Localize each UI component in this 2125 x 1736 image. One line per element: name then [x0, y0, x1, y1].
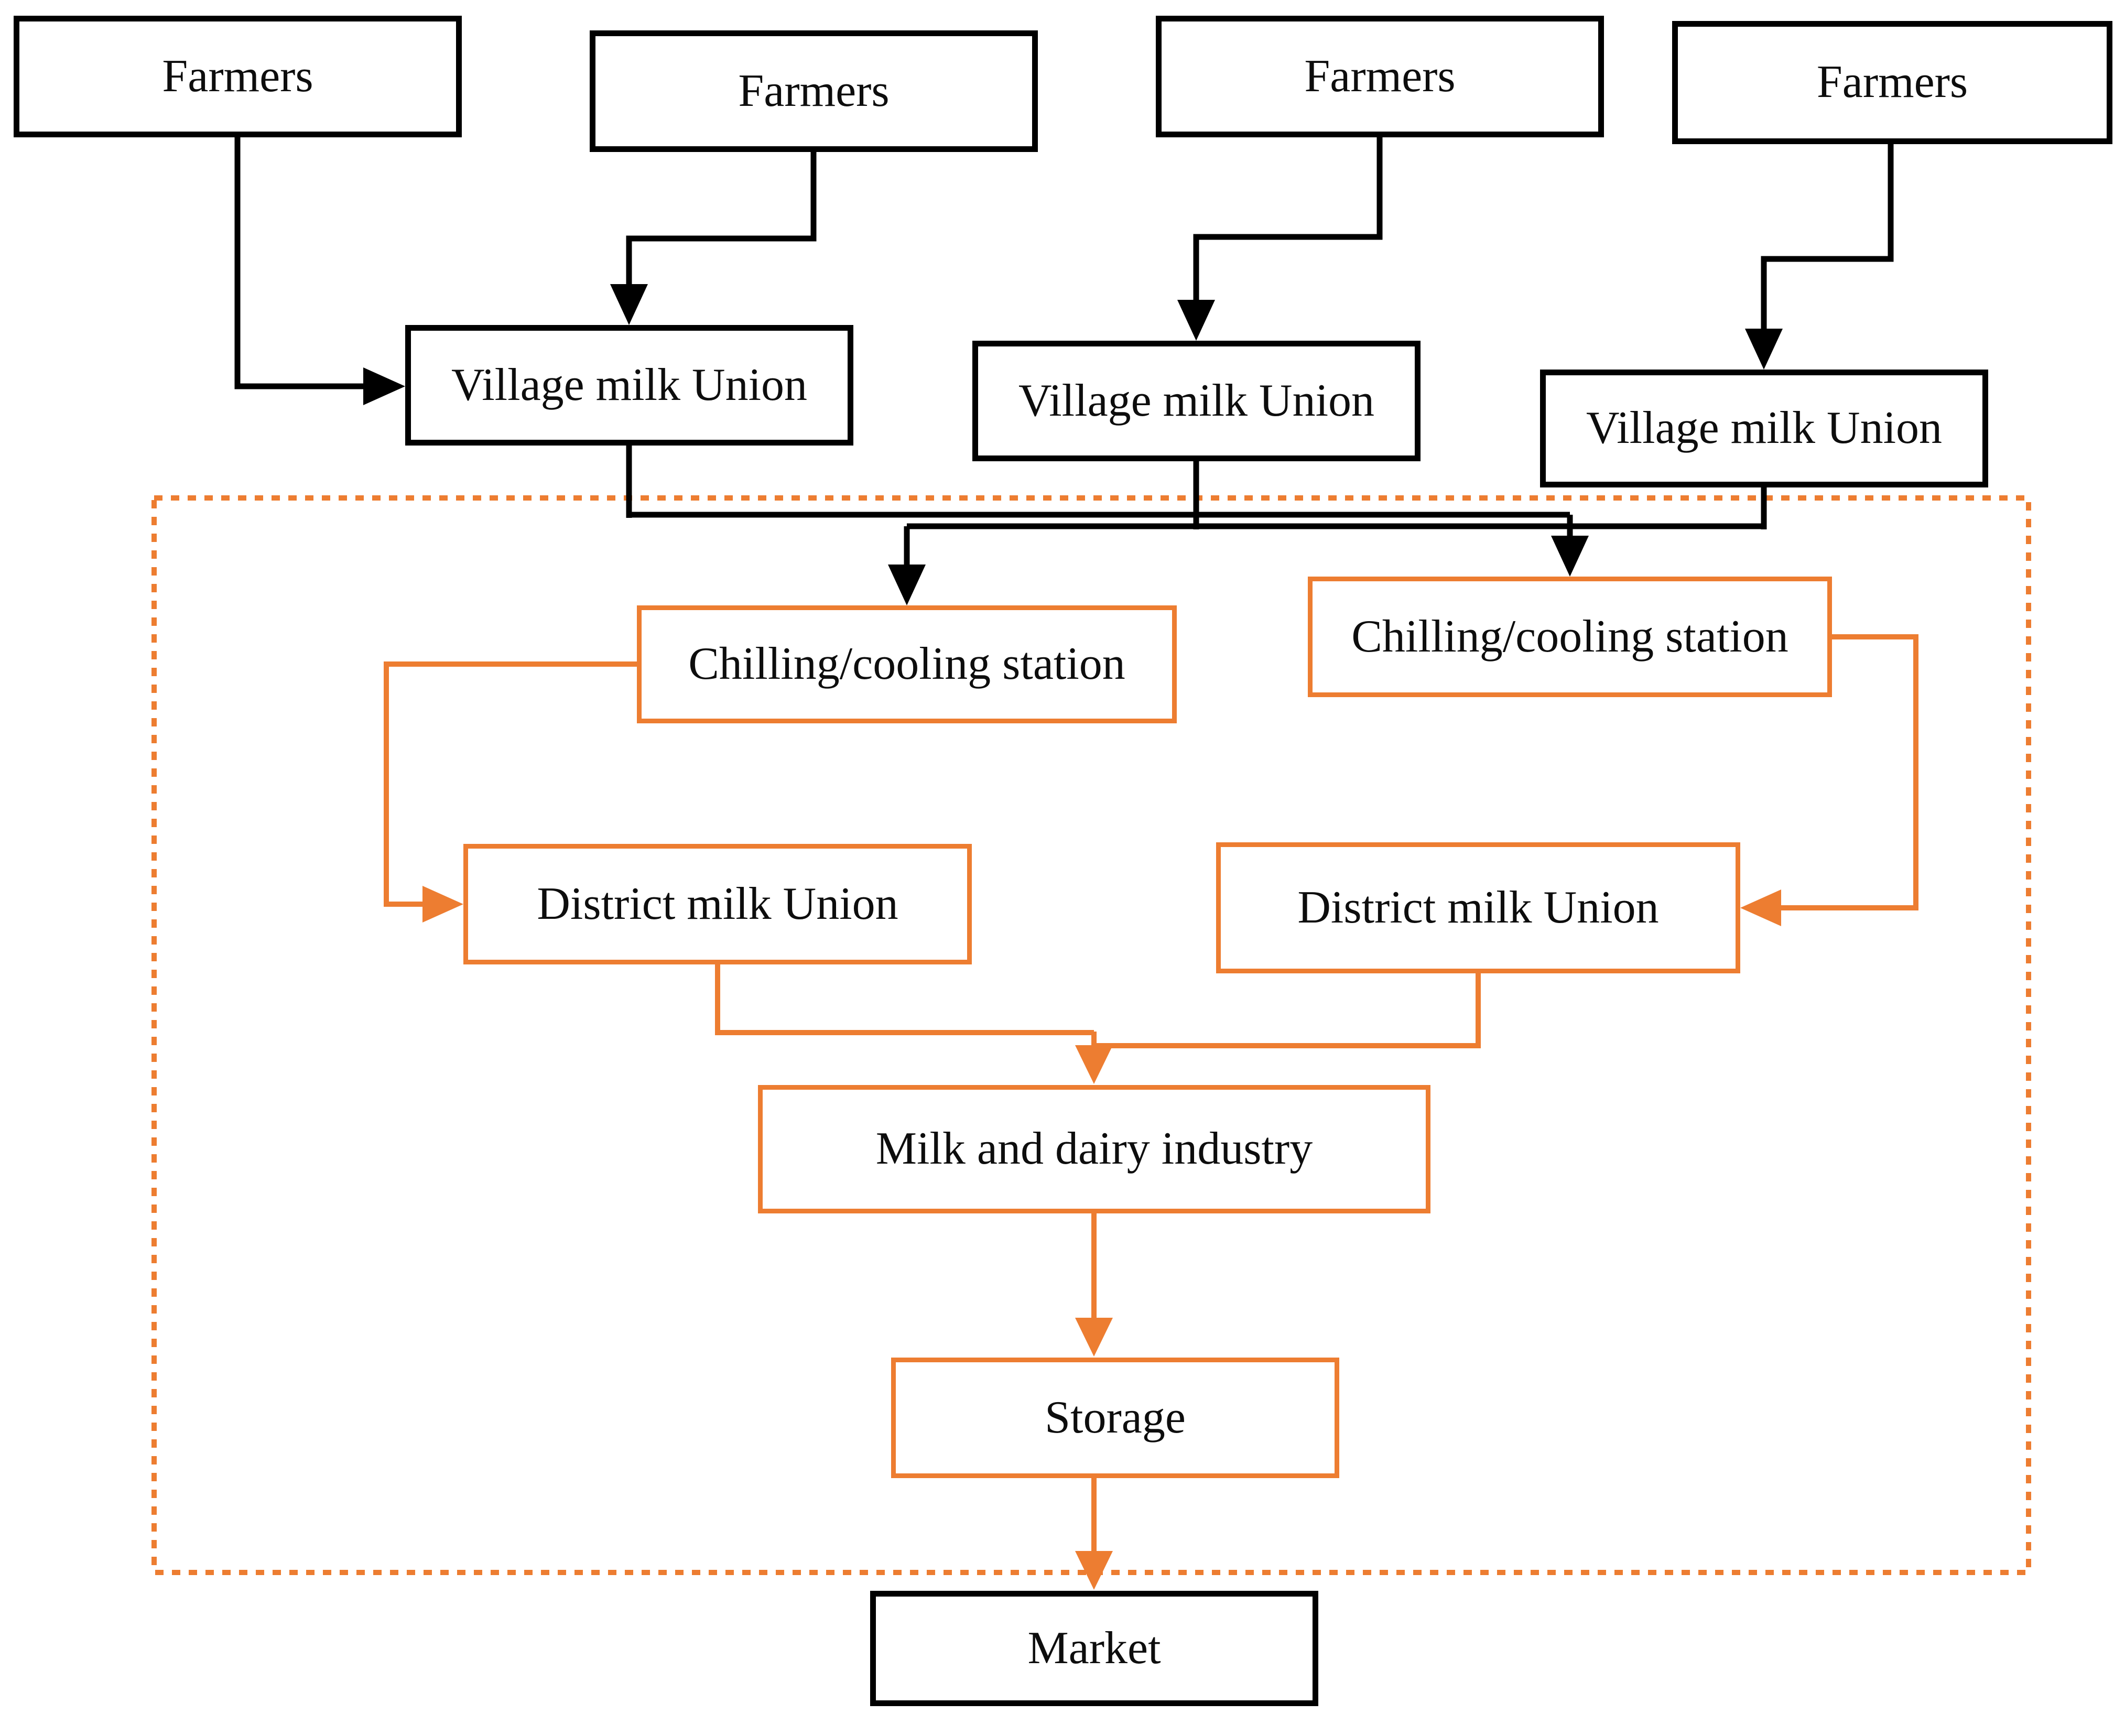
arrowhead-down-chilling1-icon — [888, 565, 926, 605]
arrowhead-down-market-icon — [1075, 1551, 1113, 1590]
farmers-box-2-label: Farmers — [738, 65, 890, 116]
village-milk-union-box-3-label: Village milk Union — [1586, 403, 1943, 454]
village-milk-union-box-2-label: Village milk Union — [1018, 375, 1375, 426]
edge-farmers4-to-village-union3 — [1761, 143, 1894, 332]
arrowhead-down-dairy-industry-icon — [1075, 1045, 1113, 1084]
milk-and-dairy-industry-box-label: Milk and dairy industry — [875, 1123, 1313, 1175]
farmers-box-1-label: Farmers — [162, 50, 313, 102]
edge-farmers1-to-village-union1 — [234, 137, 364, 389]
edge-chilling1-to-district-union1 — [384, 661, 638, 907]
farmers-box-2: Farmers — [590, 30, 1038, 152]
market-box-label: Market — [1027, 1622, 1161, 1674]
edge-district-union2-to-junction — [1091, 972, 1481, 1048]
milk-and-dairy-industry-box: Milk and dairy industry — [758, 1085, 1430, 1213]
arrowhead-down-farmers2-icon — [610, 284, 648, 325]
farmers-box-1: Farmers — [14, 16, 462, 137]
market-box: Market — [870, 1591, 1318, 1706]
district-milk-union-box-2: District milk Union — [1216, 842, 1740, 973]
farmers-box-3: Farmers — [1156, 16, 1604, 137]
village-milk-union-box-1: Village milk Union — [405, 325, 853, 446]
storage-box: Storage — [891, 1358, 1339, 1478]
edge-farmers3-to-village-union2 — [1193, 136, 1383, 303]
farmers-box-4: Farmers — [1672, 21, 2112, 144]
village-milk-union-box-1-label: Village milk Union — [451, 359, 808, 410]
village-milk-union-box-3: Village milk Union — [1540, 370, 1988, 487]
farmers-box-3-label: Farmers — [1304, 50, 1456, 102]
storage-box-label: Storage — [1045, 1392, 1186, 1443]
chilling-cooling-station-box-1-label: Chilling/cooling station — [688, 638, 1125, 690]
edge-district-union1-to-junction — [715, 963, 1094, 1035]
arrowhead-left-district-union2-icon — [1740, 889, 1781, 926]
district-milk-union-box-1: District milk Union — [463, 844, 972, 964]
arrowhead-down-farmers3-icon — [1177, 300, 1215, 341]
arrowhead-down-chilling2-icon — [1551, 536, 1589, 577]
edge-chilling2-to-district-union2 — [1778, 634, 1918, 910]
arrowhead-down-farmers4-icon — [1745, 329, 1783, 370]
arrowhead-right-district-union1-icon — [422, 886, 463, 923]
district-milk-union-box-2-label: District milk Union — [1297, 882, 1659, 933]
district-milk-union-box-1-label: District milk Union — [537, 878, 898, 929]
chilling-cooling-station-box-2: Chilling/cooling station — [1308, 577, 1832, 697]
arrowhead-down-storage-icon — [1075, 1318, 1113, 1357]
farmers-box-4-label: Farmers — [1816, 57, 1968, 108]
chilling-cooling-station-box-1: Chilling/cooling station — [637, 605, 1177, 723]
arrowhead-right-farmers1-icon — [363, 367, 405, 405]
chilling-cooling-station-box-2-label: Chilling/cooling station — [1351, 611, 1788, 662]
edge-farmers2-to-village-union1 — [626, 151, 817, 287]
village-milk-union-box-2: Village milk Union — [972, 341, 1421, 461]
